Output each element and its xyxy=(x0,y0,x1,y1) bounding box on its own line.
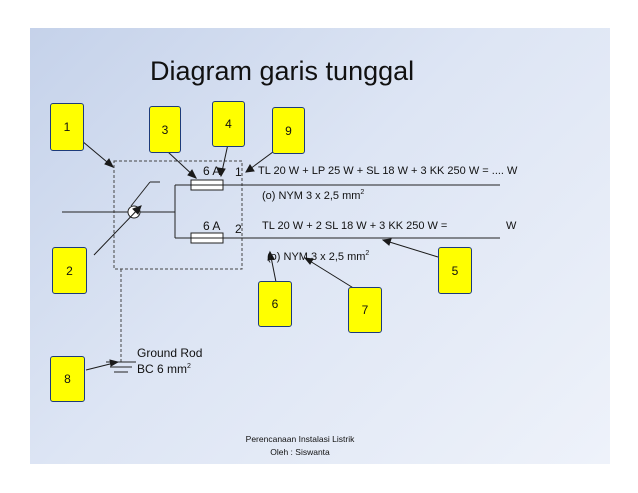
callout-badge-9: 9 xyxy=(272,107,305,154)
callout-badge-7: 7 xyxy=(348,287,382,333)
group-1-fuse-rating: 6 A xyxy=(203,164,221,178)
arrow-2 xyxy=(93,205,142,256)
footer-line-2: Oleh : Siswanta xyxy=(270,447,330,457)
callout-badge-5: 5 xyxy=(438,247,472,294)
callout-badge-8: 8 xyxy=(50,356,85,402)
group-2-number: 2 xyxy=(235,222,242,236)
diagram-title: Diagram garis tunggal xyxy=(150,56,415,86)
callout-badge-3: 3 xyxy=(149,106,181,153)
group-1-number: 1 xyxy=(235,165,242,179)
group-2-load: TL 20 W + 2 SL 18 W + 3 KK 250 W = xyxy=(262,220,448,232)
group-2-fuse-rating: 6 A xyxy=(203,219,221,233)
arrow-7 xyxy=(304,257,356,290)
ground-rod-label: Ground Rod xyxy=(137,346,203,360)
callout-badge-6: 6 xyxy=(258,281,292,327)
panel-box xyxy=(113,160,243,270)
ground-rod-size: BC 6 mm2 xyxy=(137,362,191,376)
group-1-cable: (o) NYM 3 x 2,5 mm2 xyxy=(262,189,365,202)
callout-badge-2: 2 xyxy=(52,247,87,294)
slide-background xyxy=(30,28,610,464)
callout-badge-1: 1 xyxy=(50,103,84,151)
callout-badge-4: 4 xyxy=(212,101,245,147)
footer-line-1: Perencanaan Instalasi Listrik xyxy=(245,434,355,444)
group-2-unit: W xyxy=(506,220,517,232)
footer: Perencanaan Instalasi Listrik Oleh : Sis… xyxy=(245,433,355,459)
main-switch-blade xyxy=(130,181,151,207)
arrow-5 xyxy=(382,239,439,258)
group-1-load: TL 20 W + LP 25 W + SL 18 W + 3 KK 250 W… xyxy=(258,165,518,177)
group-2-cable: (o) NYM 3 x 2,5 mm2 xyxy=(267,250,370,263)
